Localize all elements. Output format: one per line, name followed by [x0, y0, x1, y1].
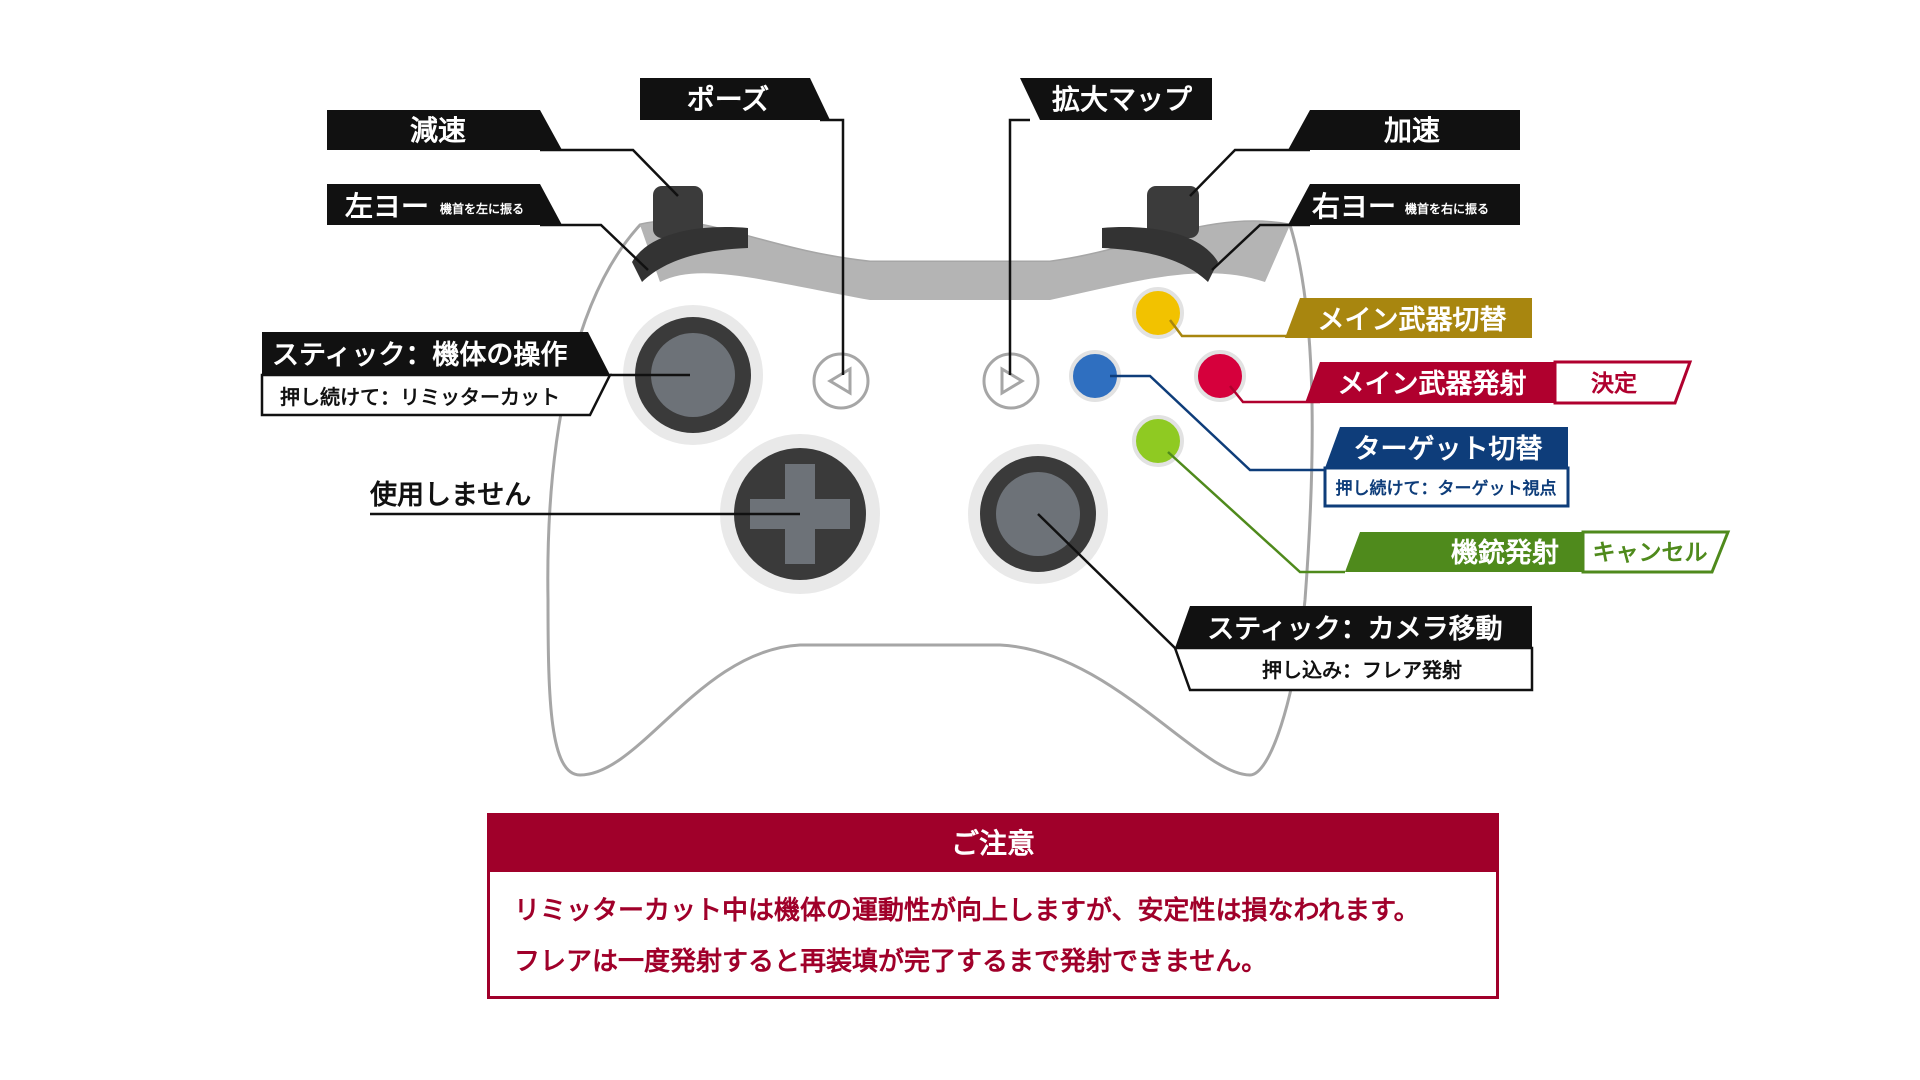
- leader-accel: [1189, 148, 1310, 197]
- start-arrow-icon: [1000, 366, 1025, 396]
- left-yaw-label: 左ヨー: [345, 190, 429, 223]
- left-stick-label-bg: [262, 332, 610, 375]
- leader-main-fire: [1229, 385, 1320, 404]
- dpad-label: 使用しません: [369, 480, 531, 511]
- map-label: 拡大マップ: [1052, 83, 1193, 116]
- left-stick-label: スティック：機体の操作: [272, 340, 567, 371]
- gun-label-bg: [1345, 532, 1583, 572]
- leader-main-switch: [1169, 319, 1300, 338]
- left-stick-cap: [651, 333, 735, 417]
- map-label-bg: [1020, 78, 1212, 120]
- notice-body: リミッターカット中は機体の運動性が向上しますが、安定性は損なわれます。 フレアは…: [490, 872, 1496, 988]
- left-stick-sub-bg: [260, 373, 613, 417]
- main-switch-label: メイン武器切替: [1318, 305, 1508, 336]
- right-stick-sublabel: 押し込み：フレア発射: [1262, 658, 1462, 682]
- leader-map: [1008, 118, 1030, 375]
- notice-line: フレアは一度発射すると再装填が完了するまで発射できません。: [514, 947, 1268, 977]
- right-stick-label-bg: [1175, 606, 1532, 648]
- right-yaw-sublabel: 機首を右に振る: [1405, 201, 1489, 216]
- pause-label: ポーズ: [687, 83, 770, 116]
- main-fire-alt-label: 決定: [1591, 370, 1637, 397]
- target-sublabel: 押し続けて：ターゲット視点: [1336, 478, 1557, 499]
- target-sub-bg: [1323, 466, 1570, 508]
- decel-label: 減速: [410, 114, 466, 147]
- leader-target: [1110, 374, 1325, 472]
- main-fire-alt-bg: [1553, 360, 1693, 405]
- right-yaw-label: 右ヨー: [1312, 190, 1396, 223]
- main-switch-label-bg: [1285, 298, 1532, 338]
- main-fire-label-bg: [1305, 362, 1555, 403]
- right-yaw-label-bg: [1288, 184, 1520, 225]
- target-label-bg: [1325, 427, 1568, 468]
- back-arrow-icon: [827, 366, 852, 396]
- right-stick-label: スティック：カメラ移動: [1207, 614, 1502, 645]
- accel-label: 加速: [1384, 114, 1440, 147]
- main-fire-label: メイン武器発射: [1338, 369, 1527, 400]
- shoulder-band: [640, 221, 1290, 300]
- accel-label-bg: [1288, 110, 1520, 150]
- left-trigger: [653, 186, 703, 238]
- yellow-button: [1132, 287, 1184, 339]
- pause-label-bg: [640, 78, 830, 120]
- notice-box: ご注意 リミッターカット中は機体の運動性が向上しますが、安定性は損なわれます。 …: [487, 813, 1499, 999]
- decel-label-bg: [327, 110, 562, 150]
- left-yaw-sublabel: 機首を左に振る: [440, 201, 524, 216]
- gun-alt-label: キャンセル: [1593, 540, 1708, 566]
- left-bumper: [632, 227, 748, 282]
- notice-title: ご注意: [490, 816, 1496, 872]
- gun-alt-bg: [1581, 530, 1731, 574]
- controller-body: [546, 220, 1314, 777]
- right-stick-sub-bg: [1173, 646, 1534, 692]
- gun-label: 機銃発射: [1451, 537, 1559, 569]
- leader-gun: [1167, 451, 1345, 574]
- notice-line: リミッターカット中は機体の運動性が向上しますが、安定性は損なわれます。: [514, 896, 1420, 926]
- leader-decel: [540, 148, 679, 197]
- left-yaw-label-bg: [327, 184, 562, 225]
- right-trigger: [1147, 186, 1199, 238]
- target-label: ターゲット切替: [1354, 434, 1544, 465]
- back-button: [812, 352, 870, 410]
- left-stick-sublabel: 押し続けて：リミッターカット: [280, 385, 560, 409]
- right-bumper: [1102, 227, 1218, 282]
